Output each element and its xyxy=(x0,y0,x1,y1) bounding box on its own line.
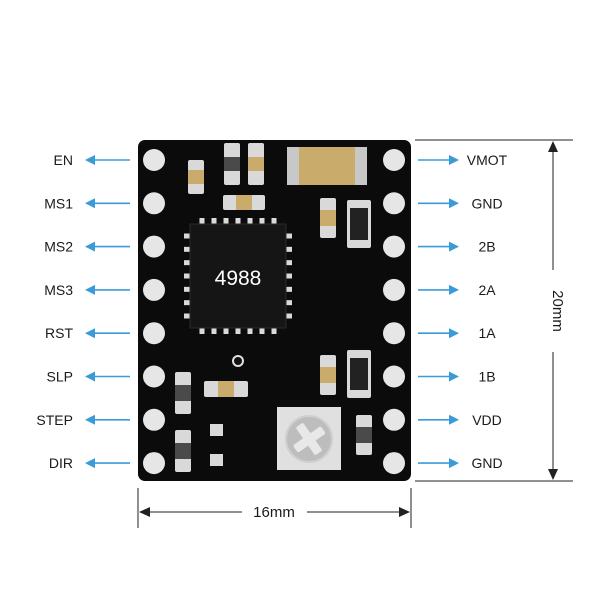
left-pin-label: MS2 xyxy=(44,239,73,255)
chip-pin xyxy=(184,273,192,279)
right-pin-pad xyxy=(383,149,405,171)
right-pin-label: 2B xyxy=(478,239,495,255)
height-label: 20mm xyxy=(549,290,566,332)
chip-pin xyxy=(235,218,241,226)
left-pin-label: EN xyxy=(54,152,73,168)
left-pin-pad xyxy=(143,192,165,215)
chip-pin xyxy=(184,286,192,292)
left-pin-pad xyxy=(143,235,165,258)
arrow-left-icon xyxy=(85,328,95,339)
chip-pin xyxy=(184,300,192,306)
arrow-left-icon xyxy=(85,241,95,252)
chip-pin xyxy=(247,218,253,226)
chip-pin xyxy=(223,326,229,334)
smd-pad-2 xyxy=(210,454,223,466)
width-label: 16mm xyxy=(253,504,295,521)
driver-chip: 4988 xyxy=(184,218,292,334)
right-pin-pad xyxy=(383,192,405,215)
right-pin-label: 1A xyxy=(478,325,496,341)
potentiometer xyxy=(277,407,341,470)
chip-pin xyxy=(271,218,277,226)
smd-pad-1 xyxy=(210,424,223,436)
right-pin-label: 1B xyxy=(478,369,495,385)
smd-components xyxy=(175,143,372,472)
left-pin-pad xyxy=(143,322,165,345)
left-pin-label: DIR xyxy=(49,455,73,471)
arrow-right-icon xyxy=(449,458,459,469)
right-pin-label: VMOT xyxy=(467,152,508,168)
chip-pin xyxy=(211,218,217,226)
chip-pin xyxy=(184,313,192,319)
left-pin-pad xyxy=(143,408,165,431)
arrowhead-up-icon xyxy=(548,141,558,152)
left-pin-label: MS3 xyxy=(44,282,73,298)
chip-pin xyxy=(284,286,292,292)
arrow-left-icon xyxy=(85,155,95,165)
arrowhead-right-icon xyxy=(399,507,410,517)
arrow-right-icon xyxy=(449,241,459,252)
right-pin-pad xyxy=(383,322,405,345)
right-pin-pad xyxy=(383,235,405,258)
left-pin-label: STEP xyxy=(36,412,73,428)
arrow-left-icon xyxy=(85,458,95,469)
chip-pin xyxy=(284,300,292,306)
chip-pin xyxy=(284,246,292,252)
chip-pin xyxy=(199,218,205,226)
arrowhead-left-icon xyxy=(139,507,150,517)
arrow-left-icon xyxy=(85,371,95,382)
width-dimension: 16mm xyxy=(137,488,412,528)
right-pin-pad xyxy=(383,278,405,301)
arrow-left-icon xyxy=(85,284,95,295)
arrow-right-icon xyxy=(449,284,459,295)
chip-pin xyxy=(184,246,192,252)
left-pin-pad xyxy=(143,365,165,388)
chip-pin xyxy=(199,326,205,334)
right-pin-pad xyxy=(383,408,405,431)
arrow-right-icon xyxy=(449,414,459,425)
left-pin-pad xyxy=(143,452,165,475)
chip-pin xyxy=(259,326,265,334)
arrow-right-icon xyxy=(449,328,459,339)
chip-pin xyxy=(223,218,229,226)
phillips-cross-icon xyxy=(293,423,326,455)
height-dimension: 20mm xyxy=(415,139,573,482)
left-pin-pad xyxy=(143,278,165,301)
arrow-right-icon xyxy=(449,371,459,382)
arrow-left-icon xyxy=(85,198,95,209)
left-pin-label: RST xyxy=(45,325,73,341)
chip-pin xyxy=(211,326,217,334)
left-pin-label: MS1 xyxy=(44,195,73,211)
chip-pin xyxy=(284,233,292,239)
right-pin-label: GND xyxy=(471,455,502,471)
smd-large-capacitor xyxy=(287,147,367,185)
chip-pin xyxy=(259,218,265,226)
chip-pin xyxy=(284,313,292,319)
chip-label: 4988 xyxy=(215,267,262,290)
right-pin-pad xyxy=(383,452,405,475)
right-pin-label: VDD xyxy=(472,412,502,428)
arrowhead-down-icon xyxy=(548,469,558,480)
left-pin-pad xyxy=(143,149,165,171)
right-pin-pad xyxy=(383,365,405,388)
chip-pin xyxy=(271,326,277,334)
chip-body xyxy=(189,223,287,329)
chip-pin xyxy=(284,273,292,279)
chip-pin xyxy=(235,326,241,334)
right-pin-label: GND xyxy=(471,195,502,211)
arrow-left-icon xyxy=(85,414,95,425)
arrow-right-icon xyxy=(449,155,459,165)
right-pin-label: 2A xyxy=(478,282,496,298)
chip-pin xyxy=(184,233,192,239)
chip-pin xyxy=(247,326,253,334)
chip-pin xyxy=(284,260,292,266)
chip-pin xyxy=(184,260,192,266)
arrow-right-icon xyxy=(449,198,459,209)
left-pin-label: SLP xyxy=(47,369,73,385)
